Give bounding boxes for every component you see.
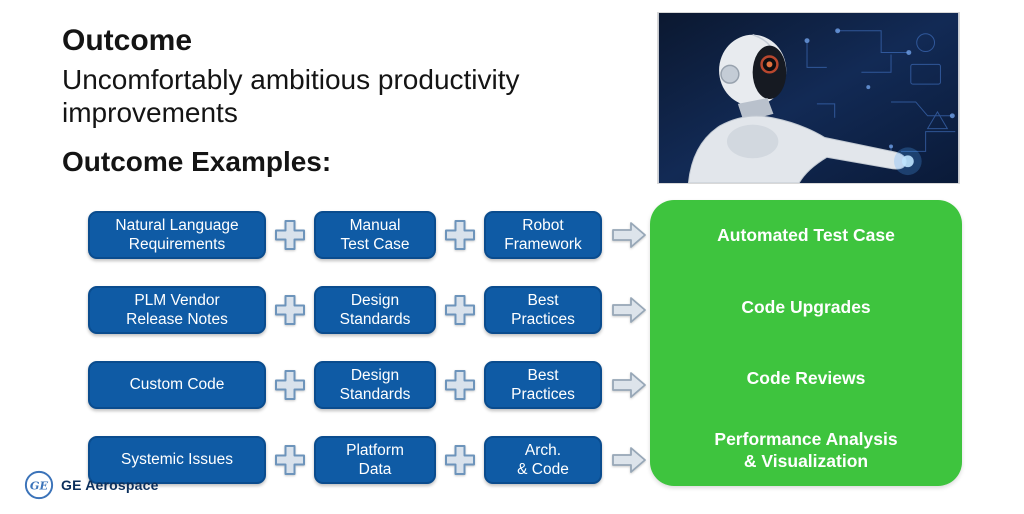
plus-icon (445, 295, 475, 325)
plus-icon (445, 445, 475, 475)
plus-icon (275, 370, 305, 400)
output-label: Code Upgrades (741, 296, 871, 317)
input-box: Custom Code (88, 361, 266, 409)
input-box-label: Best Practices (511, 366, 575, 403)
svg-text:GE: GE (30, 479, 49, 493)
input-box: Manual Test Case (314, 211, 436, 259)
ge-monogram-icon: GE (24, 470, 54, 500)
input-box: PLM Vendor Release Notes (88, 286, 266, 334)
input-box-label: Robot Framework (504, 216, 582, 253)
input-box-label: Platform Data (346, 441, 404, 478)
diagram-row-1: Natural Language Requirements Manual Tes… (88, 210, 647, 260)
input-box-label: Design Standards (339, 291, 411, 328)
arrow-right-icon (612, 297, 646, 323)
diagram-row-3: Custom Code Design Standards Best Practi… (88, 360, 647, 410)
robot-image (657, 12, 960, 184)
brand-footer: GE GE Aerospace (24, 470, 159, 500)
input-box: Natural Language Requirements (88, 211, 266, 259)
output-panel: Automated Test Case Code Upgrades Code R… (650, 200, 962, 486)
title-block: Outcome Uncomfortably ambitious producti… (62, 24, 642, 178)
page-subtitle: Uncomfortably ambitious productivity imp… (62, 63, 520, 129)
input-box-label: Manual Test Case (340, 216, 410, 253)
input-box: Arch. & Code (484, 436, 602, 484)
diagram-row-2: PLM Vendor Release Notes Design Standard… (88, 285, 647, 335)
output-label: Performance Analysis & Visualization (714, 428, 898, 472)
robot-figure (687, 34, 922, 183)
plus-icon (445, 220, 475, 250)
arrow-right-icon (612, 447, 646, 473)
input-box: Design Standards (314, 286, 436, 334)
brand-name: GE Aerospace (61, 477, 159, 493)
output-label: Automated Test Case (717, 225, 895, 246)
input-box: Platform Data (314, 436, 436, 484)
plus-icon (445, 370, 475, 400)
page-title: Outcome (62, 24, 193, 57)
arrow-right-icon (612, 372, 646, 398)
robot-image-canvas (658, 13, 959, 183)
circuit-nodes (804, 28, 955, 149)
input-box-label: Design Standards (339, 366, 411, 403)
input-box-label: Best Practices (511, 291, 575, 328)
input-box-label: Systemic Issues (121, 451, 233, 469)
plus-icon (275, 295, 305, 325)
arrow-right-icon (612, 222, 646, 248)
input-box-label: PLM Vendor Release Notes (126, 291, 228, 328)
input-box: Systemic Issues (88, 436, 266, 484)
plus-icon (275, 220, 305, 250)
section-heading: Outcome Examples: (62, 145, 332, 177)
input-box-label: Arch. & Code (517, 441, 569, 478)
input-box: Robot Framework (484, 211, 602, 259)
diagram-row-4: Systemic Issues Platform Data Arch. & Co… (88, 435, 647, 485)
input-box-label: Natural Language Requirements (115, 216, 239, 253)
input-box: Design Standards (314, 361, 436, 409)
output-label: Code Reviews (746, 368, 866, 389)
input-box-label: Custom Code (129, 376, 225, 394)
plus-icon (275, 445, 305, 475)
input-box: Best Practices (484, 361, 602, 409)
input-box: Best Practices (484, 286, 602, 334)
